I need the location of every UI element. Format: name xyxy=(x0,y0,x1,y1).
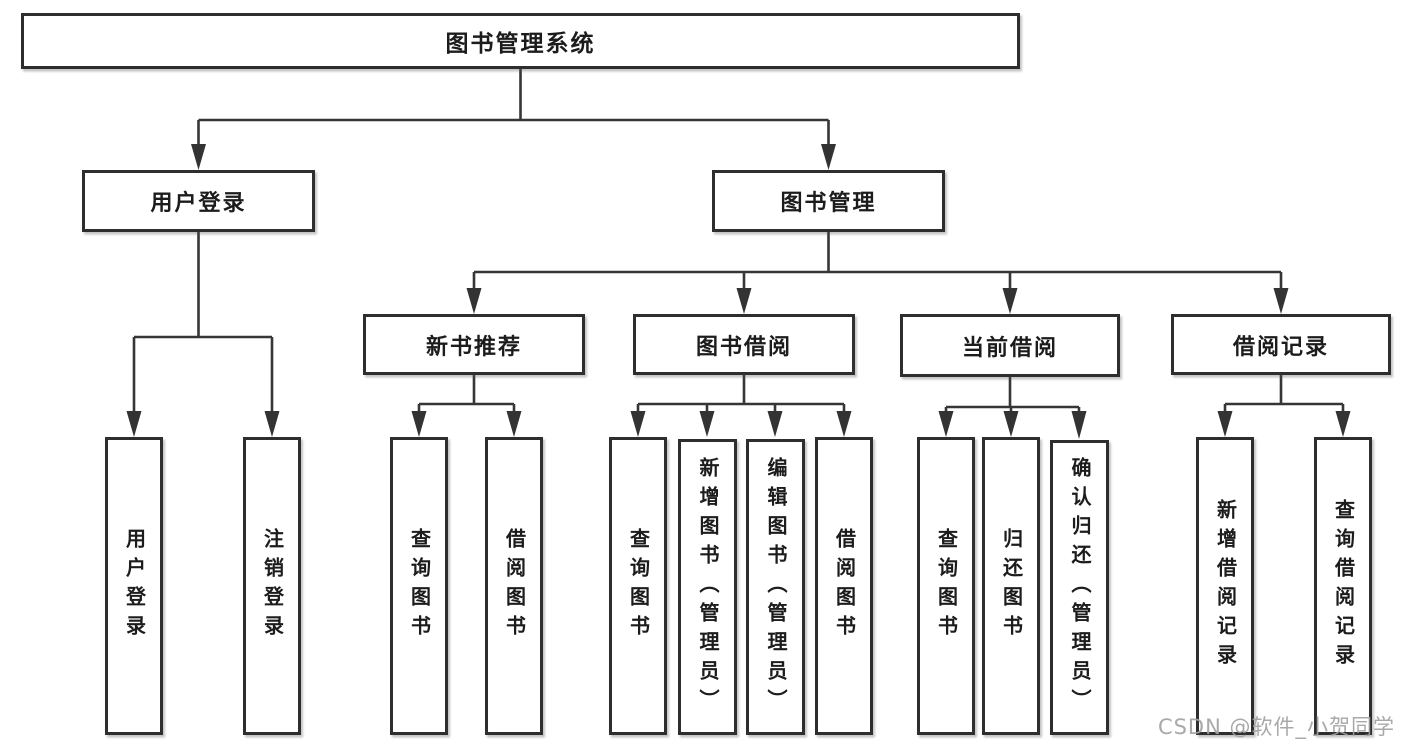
connector-borrowrecord-branch xyxy=(1223,375,1345,418)
leaf-add-borrow-record: 新增借阅记录 xyxy=(1196,437,1254,735)
watermark: CSDN @软件_小贺同学 xyxy=(1157,715,1395,739)
leaf-edit-book-admin: 编辑图书（管理员） xyxy=(746,439,805,735)
leaf-query-borrow-record: 查询借阅记录 xyxy=(1314,437,1372,735)
leaf-query-book-recommend: 查询图书 xyxy=(390,437,448,735)
leaf-borrow-book: 借阅图书 xyxy=(815,437,873,735)
node-label: 用户登录 xyxy=(150,191,247,216)
node-label: 图书借阅 xyxy=(695,334,792,360)
node-label: 查询图书 xyxy=(934,528,959,644)
node-label: 借阅图书 xyxy=(502,528,527,644)
node-book-management: 图书管理 xyxy=(712,170,945,232)
node-label: 新增图书（管理员） xyxy=(696,456,720,718)
leaf-confirm-return-admin: 确认归还（管理员） xyxy=(1050,440,1109,735)
leaf-logout-login: 注销登录 xyxy=(243,437,301,735)
node-label: 归还图书 xyxy=(999,528,1024,644)
leaf-add-book-admin: 新增图书（管理员） xyxy=(678,439,737,735)
node-library-system: 图书管理系统 xyxy=(21,13,1020,69)
node-user-login: 用户登录 xyxy=(82,170,315,232)
connector-newbook-branch xyxy=(417,375,516,418)
node-label: 借阅图书 xyxy=(832,528,857,644)
connector-bookmgmt-branch xyxy=(472,232,1283,294)
node-label: 新增借阅记录 xyxy=(1213,499,1238,673)
node-label: 确认归还（管理员） xyxy=(1068,457,1092,718)
node-label: 借阅记录 xyxy=(1232,334,1329,360)
node-borrow-record: 借阅记录 xyxy=(1171,314,1391,375)
node-label: 用户登录 xyxy=(122,528,147,644)
node-label: 查询图书 xyxy=(407,528,432,644)
node-current-borrow: 当前借阅 xyxy=(900,314,1120,377)
node-label: 查询图书 xyxy=(626,528,651,644)
connector-root-to-level2 xyxy=(197,69,830,148)
node-label: 图书管理系统 xyxy=(445,31,596,57)
node-label: 当前借阅 xyxy=(961,335,1058,361)
leaf-borrow-book-recommend: 借阅图书 xyxy=(485,437,543,735)
node-label: 编辑图书（管理员） xyxy=(764,456,788,718)
connector-bookborrow-branch xyxy=(636,375,846,418)
leaf-user-login: 用户登录 xyxy=(105,437,163,735)
connector-currentborrow-branch xyxy=(944,377,1081,418)
leaf-query-book-borrow: 查询图书 xyxy=(609,437,667,735)
node-label: 图书管理 xyxy=(780,191,877,216)
node-label: 注销登录 xyxy=(260,528,285,644)
connector-userlogin-branch xyxy=(132,232,274,416)
node-new-book-recommend: 新书推荐 xyxy=(363,314,585,375)
node-label: 新书推荐 xyxy=(425,334,522,360)
leaf-query-book-current: 查询图书 xyxy=(917,437,975,735)
node-book-borrow: 图书借阅 xyxy=(633,314,855,375)
leaf-return-book: 归还图书 xyxy=(982,437,1040,735)
node-label: 查询借阅记录 xyxy=(1331,499,1356,673)
